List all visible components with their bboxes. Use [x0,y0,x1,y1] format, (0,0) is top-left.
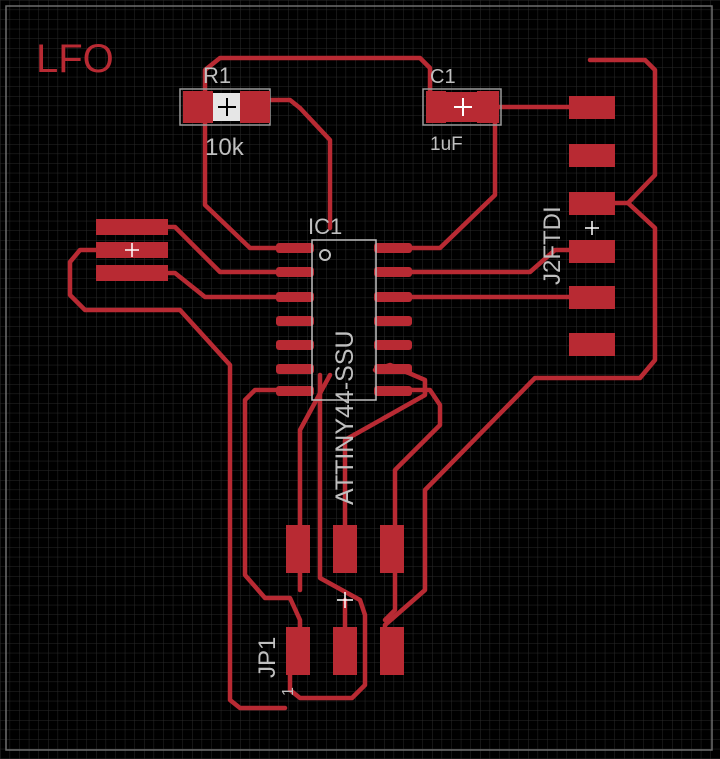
j2-pad-2 [569,144,615,167]
r1-footprint [179,88,271,126]
trace-c1-to-ic [385,104,498,251]
jp1-footprint [286,525,404,675]
r1-value: 10k [205,134,245,161]
trace-ic-bl-to-jp1 [242,387,303,653]
left-header-pad-1 [96,219,168,235]
board-outline [5,5,713,751]
jp1-pad-bottom-2 [333,627,357,675]
r1-pad-2 [240,91,270,123]
j2-pad-4 [569,240,615,263]
c1-value: 1uF [430,134,463,155]
c1-pad-2 [477,91,499,123]
trace-header-mid-loop [67,247,288,711]
left-header [96,219,168,281]
jp1-pad-bottom-3 [380,627,404,675]
trace-r1-to-ic-center [297,105,333,231]
jp1-pad-bottom-1 [286,627,310,675]
j2-pad-5 [569,286,615,309]
trace-ic-to-jp1-4 [385,387,443,548]
ic1-body-outline [311,239,377,401]
trace-mid-lower [287,372,368,701]
trace-top-loop [202,55,433,98]
jp1-pad-top-2 [333,525,357,573]
ic1-value: ATTINY44-SSU [331,330,359,505]
r1-pad-1 [183,91,213,123]
jp1-pad-top-3 [380,525,404,573]
j2-footprint [569,96,615,356]
j2-name: J2FTDI [539,206,566,285]
ic1-name: IC1 [308,214,342,239]
board-title: LFO [36,37,114,81]
ic1-footprint [276,239,412,401]
j2-pad-6 [569,333,615,356]
j2-pad-3 [569,192,615,215]
c1-pad-1 [426,91,446,123]
ic1-pin1-marker [319,249,331,261]
jp1-pad-top-1 [286,525,310,573]
jp1-name: JP1 [254,637,281,678]
c1-footprint [422,88,502,126]
j2-pad-1 [569,96,615,119]
r1-name: R1 [203,63,231,88]
jp1-pin1-label: 1 [280,687,297,696]
trace-j2-outer [587,57,658,206]
c1-name: C1 [430,66,456,88]
trace-r1-left-to-ic [202,104,298,251]
trace-j2-right-lower [382,200,658,658]
left-header-pad-3 [96,265,168,281]
ic1-left-pads [276,243,314,396]
ic1-right-pads [374,243,412,396]
